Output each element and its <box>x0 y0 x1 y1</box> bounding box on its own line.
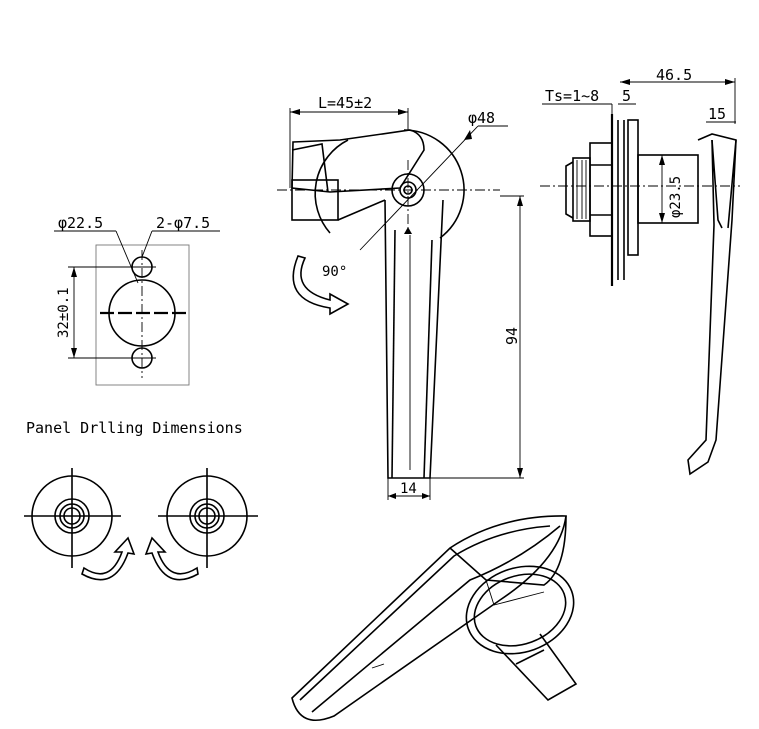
rotation-symbol-left <box>24 468 136 581</box>
clockwise-arrow <box>81 536 136 581</box>
handle-length-label: L=45±2 <box>318 94 372 112</box>
total-length-label: 46.5 <box>656 66 692 84</box>
gap-label: 5 <box>622 87 631 105</box>
rotation-angle-label: 90° <box>322 264 347 280</box>
panel-outline <box>95 244 190 386</box>
front-view: L=45±2 φ48 94 14 90° <box>277 94 524 500</box>
side-view: 46.5 Ts=1~8 5 15 φ23.5 <box>540 66 740 476</box>
rose-diameter-label: φ48 <box>468 109 495 127</box>
body-diameter-label: φ23.5 <box>668 176 684 218</box>
panel-drilling-view: φ22.5 2-φ7.5 32±0.1 Panel Drlling Dimens… <box>26 214 243 437</box>
panel-thickness-label: Ts=1~8 <box>545 87 599 105</box>
rotation-symbol-right <box>144 468 258 581</box>
hole-spacing-label: 32±0.1 <box>56 287 72 338</box>
handle-width-label: 14 <box>400 481 417 497</box>
counterclockwise-arrow <box>144 536 199 581</box>
main-hole-diameter-label: φ22.5 <box>58 214 103 232</box>
small-hole-diameter-label: 2-φ7.5 <box>156 214 210 232</box>
rotation-90-arrow <box>292 255 350 316</box>
offset-label: 15 <box>708 105 726 123</box>
isometric-view <box>291 515 578 721</box>
panel-drilling-title: Panel Drlling Dimensions <box>26 419 243 437</box>
handle-height-label: 94 <box>503 327 521 345</box>
